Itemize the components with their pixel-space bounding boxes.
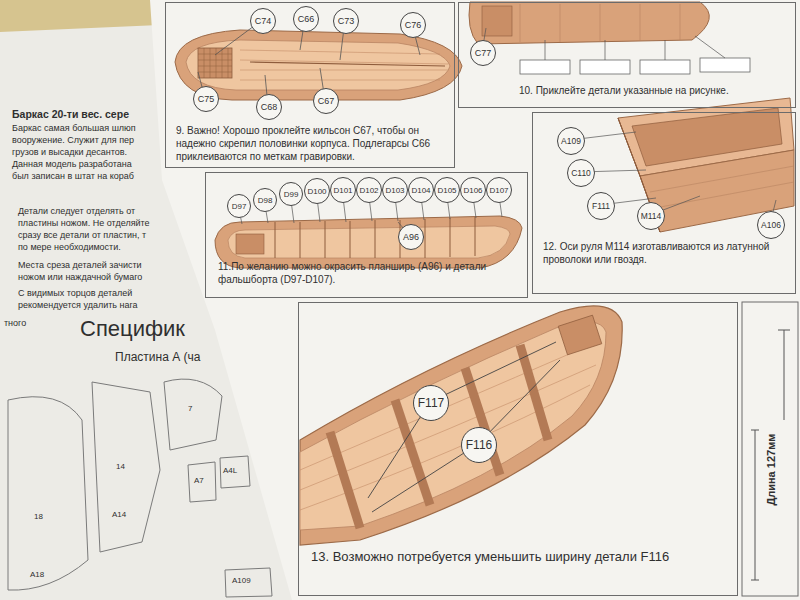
step-panel: 11.По желанию можно окрасить планширь (A…: [205, 172, 528, 298]
callout-number: D99: [284, 190, 299, 199]
step-panel: 12. Оси руля M114 изготавливаются из лат…: [532, 112, 796, 294]
callout-circle: C77: [470, 40, 496, 66]
part-number: A109: [232, 576, 251, 586]
callout-circle: D99: [279, 182, 303, 206]
part-number: 14: [116, 462, 125, 472]
callout-number: F116: [466, 438, 492, 452]
callout-circle: C76: [400, 12, 426, 38]
callout-circle: A96: [398, 224, 424, 250]
step-caption: 9. Важно! Хорошо проклейте кильсон C67, …: [176, 125, 446, 163]
callout-circle: C110: [567, 159, 595, 187]
sheet-text: был записан в штат на кораб: [12, 171, 134, 182]
callout-number: A109: [561, 136, 581, 146]
sheet-text: Специфик: [80, 316, 185, 342]
step-caption: 13. Возможно потребуется уменьшить ширин…: [311, 549, 721, 566]
callout-number: A106: [761, 220, 781, 230]
callout-number: C77: [475, 48, 492, 58]
sheet-text: Баркас 20-ти вес. сере: [12, 108, 129, 121]
callout-number: C76: [405, 20, 422, 30]
sheet-text: Пластина А (ча: [115, 350, 200, 364]
step-caption: 10. Приклейте детали указанные на рисунк…: [519, 85, 789, 98]
step-panel: 10. Приклейте детали указанные на рисунк…: [458, 2, 796, 108]
sheet-text: по мере необходимости.: [18, 242, 121, 253]
callout-number: D97: [232, 202, 247, 211]
part-number: A18: [30, 570, 44, 580]
callout-number: C66: [298, 14, 315, 24]
callout-circle: D104: [408, 177, 434, 203]
callout-number: A96: [403, 232, 419, 242]
dimension-label: Длина 127мм: [765, 434, 778, 506]
callout-number: C67: [318, 96, 335, 106]
callout-circle: F111: [587, 192, 615, 220]
callout-circle: C73: [333, 8, 359, 34]
callout-number: D105: [437, 186, 456, 195]
callout-circle: D98: [253, 188, 277, 212]
callout-circle: F116: [461, 427, 497, 463]
callout-circle: F117: [413, 385, 449, 421]
part-number: 7: [188, 404, 192, 414]
callout-number: D104: [411, 186, 430, 195]
callout-number: C75: [198, 94, 215, 104]
callout-number: C110: [571, 168, 591, 178]
callout-circle: D107: [486, 177, 512, 203]
callout-circle: M114: [637, 202, 665, 230]
callout-number: F111: [592, 201, 610, 211]
part-number: A4L: [223, 466, 237, 476]
step-panel: 13. Возможно потребуется уменьшить ширин…: [298, 302, 738, 596]
step-panel: 9. Важно! Хорошо проклейте кильсон C67, …: [165, 2, 455, 168]
part-number: A14: [112, 510, 126, 520]
callout-circle: D101: [330, 177, 356, 203]
callout-circle: C66: [293, 6, 319, 32]
callout-circle: D102: [356, 177, 382, 203]
callout-number: D98: [258, 196, 273, 205]
step-caption: 11.По желанию можно окрасить планширь (A…: [218, 261, 518, 287]
callout-circle: C75: [193, 86, 219, 112]
callout-circle: C68: [256, 94, 282, 120]
sheet-text: Места среза деталей зачисти: [18, 260, 142, 271]
sheet-text: вооружение. Служит для пер: [12, 135, 134, 146]
callout-circle: C74: [250, 8, 276, 34]
callout-number: D103: [385, 186, 404, 195]
callout-number: D102: [359, 186, 378, 195]
sheet-text: ножом или наждачной бумаго: [18, 272, 142, 283]
callout-circle: D103: [382, 177, 408, 203]
callout-circle: D106: [460, 177, 486, 203]
callout-number: C73: [338, 16, 355, 26]
callout-circle: D97: [227, 194, 251, 218]
sheet-text: грузов и высадки десантов.: [12, 147, 127, 158]
callout-number: C74: [255, 16, 272, 26]
sheet-text: Данная модель разработана: [12, 159, 132, 170]
sheet-text: С видимых торцов деталей: [18, 288, 132, 299]
sheet-text: Баркас самая большая шлюп: [12, 123, 136, 134]
callout-number: M114: [641, 211, 662, 221]
callout-circle: D100: [304, 178, 330, 204]
step-caption: 12. Оси руля M114 изготавливаются из лат…: [543, 241, 788, 267]
sheet-text: пластины ножом. Не отделяйте: [18, 218, 150, 229]
callout-number: D100: [307, 187, 326, 196]
sheet-text: сразу все детали от пластин, т: [18, 230, 146, 241]
callout-number: D106: [463, 186, 482, 195]
sheet-text: Детали следует отделять от: [18, 206, 135, 217]
callout-circle: A106: [757, 211, 785, 239]
callout-circle: A109: [557, 127, 585, 155]
callout-number: C68: [261, 102, 278, 112]
sheet-text: рекомендуется удалить нага: [18, 300, 138, 311]
callout-number: D101: [333, 186, 352, 195]
callout-number: F117: [418, 396, 444, 410]
callout-circle: D105: [434, 177, 460, 203]
part-number: A7: [194, 476, 204, 486]
sheet-text: тного: [4, 318, 26, 329]
part-number: 18: [34, 512, 43, 522]
callout-circle: C67: [313, 88, 339, 114]
callout-number: D107: [489, 186, 508, 195]
